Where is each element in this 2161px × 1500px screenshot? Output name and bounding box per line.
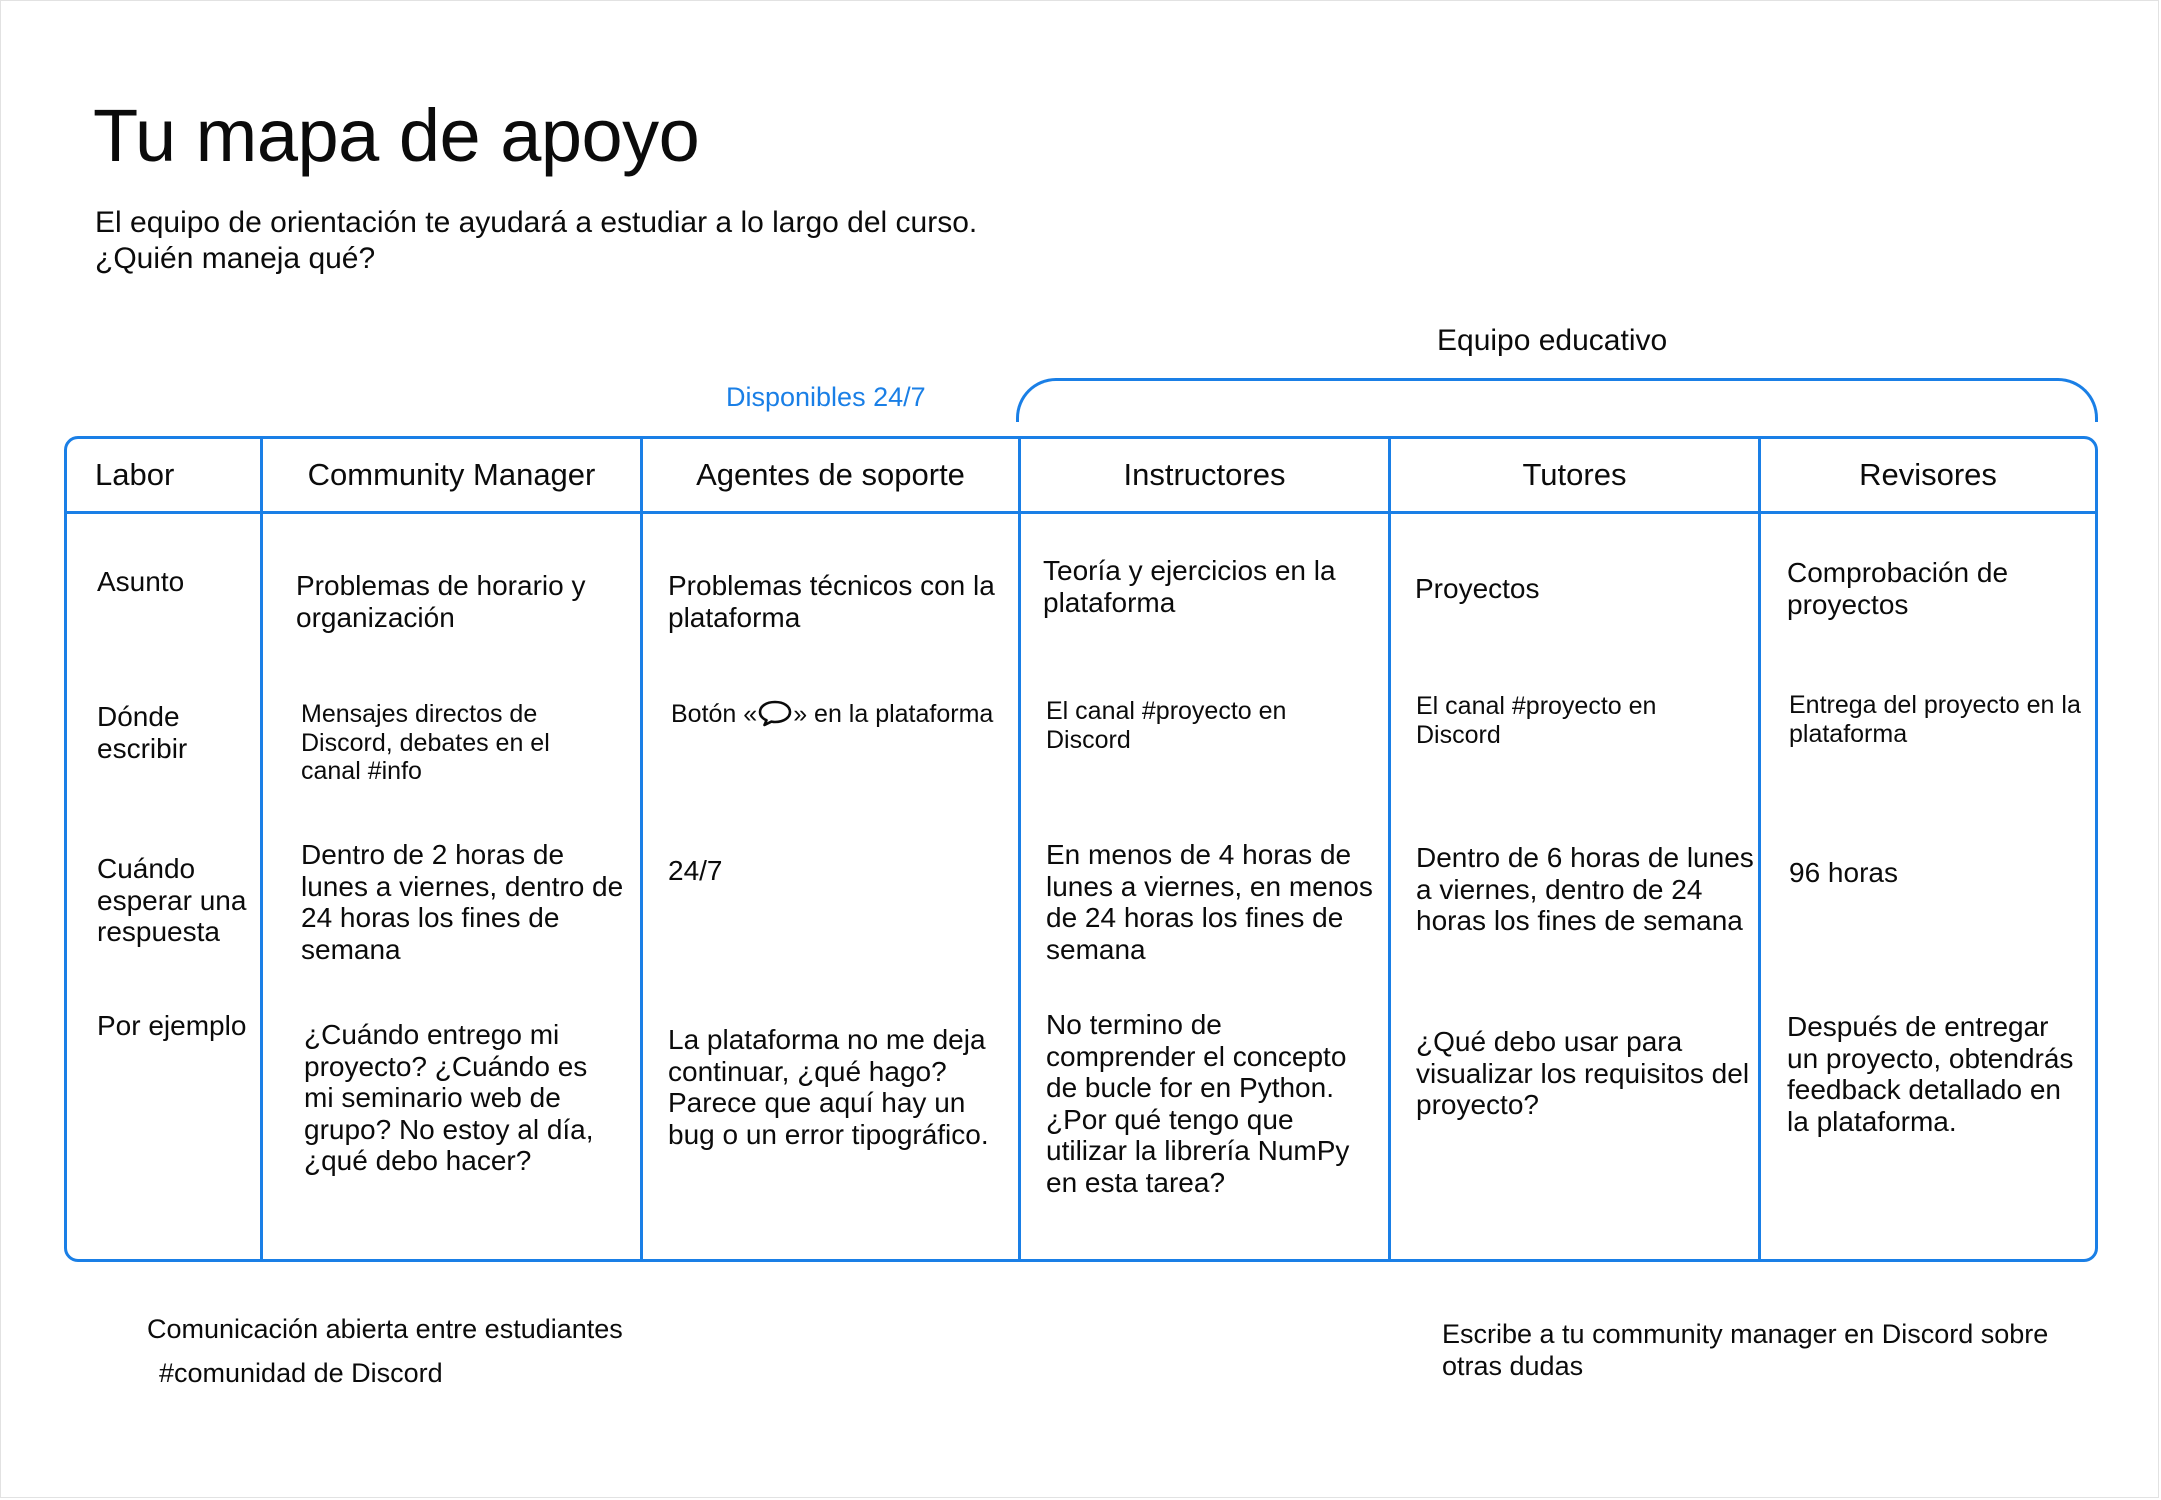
where-support-agents-before: Botón « (671, 700, 758, 728)
header-reviewers: Revisores (1859, 457, 1997, 492)
footer-discord-channel: #comunidad de Discord (159, 1358, 443, 1388)
column-divider (260, 439, 263, 1259)
example-tutors: ¿Qué debo usar para visualizar los requi… (1416, 1026, 1750, 1120)
when-tutors: Dentro de 6 horas de lunes a viernes, de… (1416, 842, 1754, 936)
subject-tutors: Proyectos (1415, 573, 1540, 604)
page-title: Tu mapa de apoyo (93, 94, 700, 177)
page-subtitle: El equipo de orientación te ayudará a es… (95, 205, 977, 277)
where-reviewers: Entrega del proyecto en la plataforma (1789, 691, 2081, 748)
support-table: Labor Community Manager Agentes de sopor… (64, 436, 2098, 1262)
when-support-agents: 24/7 (668, 855, 723, 886)
row-label-when: Cuándo esperar una respuesta (97, 853, 247, 947)
team-label: Equipo educativo (1437, 324, 1668, 357)
availability-label: Disponibles 24/7 (726, 382, 926, 412)
where-instructors: El canal #proyecto en Discord (1046, 697, 1287, 754)
example-community-manager: ¿Cuándo entrego mi proyecto? ¿Cuándo es … (304, 1019, 594, 1176)
subtitle-line-1: El equipo de orientación te ayudará a es… (95, 206, 978, 239)
footer-community-manager-note: Escribe a tu community manager en Discor… (1442, 1319, 2049, 1381)
row-label-subject: Asunto (97, 566, 185, 597)
where-community-manager: Mensajes directos de Discord, debates en… (301, 700, 550, 785)
example-support-agents: La plataforma no me deja continuar, ¿qué… (668, 1024, 989, 1150)
column-divider (1018, 439, 1021, 1259)
header-divider (67, 511, 2095, 514)
row-label-where: Dónde escribir (97, 701, 188, 764)
when-reviewers: 96 horas (1789, 857, 1898, 888)
subject-community-manager: Problemas de horario y organización (296, 570, 586, 633)
when-instructors: En menos de 4 horas de lunes a viernes, … (1046, 839, 1373, 965)
header-labor: Labor (95, 457, 175, 492)
where-support-agents-after: » en la plataforma (793, 700, 994, 728)
where-tutors: El canal #proyecto en Discord (1416, 692, 1657, 749)
subject-support-agents: Problemas técnicos con la plataforma (668, 570, 995, 633)
header-community-manager: Community Manager (307, 457, 596, 492)
column-divider (1758, 439, 1761, 1259)
example-instructors: No termino de comprender el concepto de … (1046, 1009, 1350, 1198)
footer-open-communication: Comunicación abierta entre estudiantes (147, 1314, 623, 1344)
header-support-agents: Agentes de soporte (696, 457, 965, 492)
column-divider (1388, 439, 1391, 1259)
where-support-agents: Botón « » en la plataforma (671, 699, 1016, 729)
column-divider (640, 439, 643, 1259)
subject-instructors: Teoría y ejercicios en la plataforma (1043, 555, 1336, 618)
header-tutors: Tutores (1522, 457, 1627, 492)
example-reviewers: Después de entregar un proyecto, obtendr… (1787, 1011, 2074, 1137)
team-bracket (1016, 378, 2098, 422)
subject-reviewers: Comprobación de proyectos (1787, 557, 2009, 620)
row-label-example: Por ejemplo (97, 1010, 247, 1041)
header-instructors: Instructores (1123, 457, 1286, 492)
when-community-manager: Dentro de 2 horas de lunes a viernes, de… (301, 839, 624, 965)
subtitle-line-2: ¿Quién maneja qué? (95, 242, 376, 275)
chat-bubble-icon (757, 699, 793, 727)
